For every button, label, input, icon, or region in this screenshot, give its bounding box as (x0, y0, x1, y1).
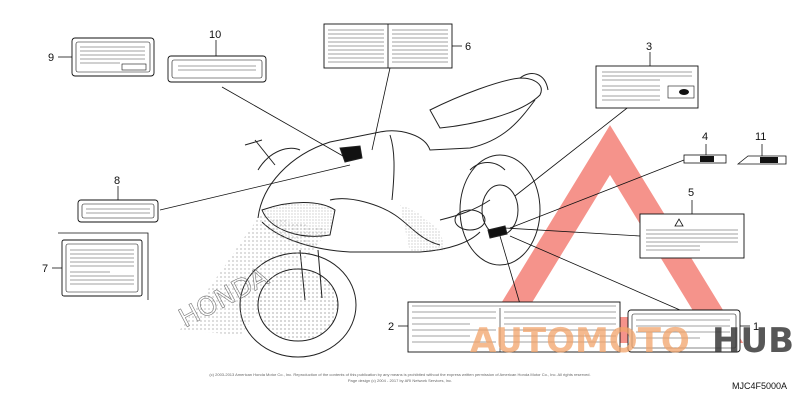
copyright-line-2: Page design (c) 2004 - 2017 by ARI Netwo… (348, 378, 452, 383)
callout-8: 8 (114, 175, 120, 187)
label-3: 3 (595, 41, 699, 109)
frame-label-mark (487, 225, 508, 239)
label-11: 11 (736, 131, 787, 165)
diagram-code: MJC4F5000A (732, 381, 787, 391)
label-6: 6 (323, 23, 471, 69)
windscreen (257, 147, 301, 171)
callout-9: 9 (48, 52, 54, 64)
callout-10: 10 (209, 29, 221, 41)
label-5: 5 (639, 187, 745, 259)
callout-6: 6 (465, 41, 471, 53)
fuel-tank-edge (389, 134, 395, 201)
label-8: 8 (77, 175, 159, 223)
upper-fairing (257, 99, 536, 219)
label-1: 1 (627, 309, 759, 353)
seat (429, 77, 542, 129)
callout-1: 1 (753, 321, 759, 333)
tail-cowl (519, 73, 549, 91)
label-10: 10 (167, 29, 267, 83)
rear-fender (469, 162, 506, 171)
watermark-text: AUTOMOTO HUB (470, 321, 794, 361)
copyright-notice: (c) 2003-2013 American Honda Motor Co., … (209, 372, 590, 383)
label-9: 9 (48, 37, 155, 77)
callout-4: 4 (702, 131, 708, 143)
callout-3: 3 (646, 41, 652, 53)
callout-2: 2 (388, 321, 394, 333)
leader-lines (159, 67, 685, 311)
label-4: 4 (683, 131, 727, 164)
mirror-left (254, 139, 276, 166)
copyright-line-1: (c) 2003-2013 American Honda Motor Co., … (209, 372, 590, 377)
tank-label-mark (339, 145, 363, 163)
callout-5: 5 (688, 187, 694, 199)
callout-7: 7 (42, 263, 48, 275)
watermark-part1: AUTOMOTO (470, 321, 690, 361)
swingarm (439, 199, 491, 221)
engine-cover (454, 209, 486, 231)
watermark-part2: HUB (712, 321, 794, 361)
callout-11: 11 (755, 131, 766, 143)
label-7: 7 (42, 232, 149, 300)
rear-wheel (459, 154, 541, 266)
label-2: 2 (388, 301, 621, 353)
